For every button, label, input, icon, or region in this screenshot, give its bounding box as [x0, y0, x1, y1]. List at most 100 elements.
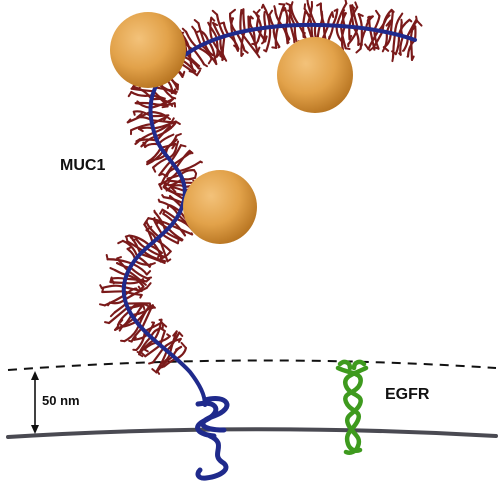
- egfr-receptor: [335, 359, 369, 455]
- glycan-branch: [105, 254, 109, 261]
- glycan-branch: [170, 96, 177, 100]
- glycan-branch: [233, 44, 240, 50]
- glycan-chain: [335, 2, 348, 27]
- glycan-branch: [144, 303, 151, 308]
- glycan-branch: [256, 46, 261, 54]
- muc1-transmembrane-tail: [195, 396, 230, 481]
- glycan-chain: [110, 276, 127, 280]
- glycan-branch: [142, 303, 146, 310]
- glycan-chain: [389, 10, 394, 35]
- glycan-branch: [99, 284, 103, 290]
- glycan-branch: [249, 15, 254, 20]
- glycan-branch: [161, 194, 165, 199]
- glycan-branch: [344, 0, 348, 5]
- glycan-branch: [240, 52, 245, 57]
- glycan-branch: [125, 235, 129, 243]
- glycan-branch: [132, 110, 136, 116]
- glycan-branch: [271, 46, 278, 49]
- glycan-branch: [158, 96, 166, 100]
- double-headed-arrow-icon: [31, 371, 39, 434]
- glycan-branch: [172, 89, 178, 93]
- glycan-branch: [408, 18, 413, 23]
- glycan-branch: [135, 138, 141, 143]
- glycan-chain: [384, 31, 388, 48]
- glycan-chain: [128, 234, 151, 247]
- glycan-branch: [344, 47, 351, 50]
- glycan-branch: [210, 16, 216, 22]
- glycocalyx-boundary: [7, 359, 497, 371]
- sphere-icon: [110, 12, 186, 88]
- glycan-branch: [355, 47, 362, 54]
- glycan-chain: [373, 14, 381, 31]
- glycan-branch: [174, 120, 181, 125]
- glycan-branch: [368, 46, 375, 52]
- glycan-chain: [158, 236, 169, 263]
- glycan-branch: [162, 210, 166, 215]
- glycan-branch: [107, 301, 111, 307]
- glycan-chain: [197, 22, 206, 45]
- glycan-branch: [277, 45, 281, 49]
- glycan-branch: [179, 144, 187, 148]
- glycan-chain: [155, 355, 175, 374]
- glycan-branch: [172, 330, 178, 337]
- glycan-branch: [385, 19, 392, 27]
- glycan-branch: [138, 127, 144, 133]
- scale-label: 50 nm: [42, 393, 80, 408]
- glycan-branch: [194, 173, 197, 179]
- glycan-branch: [402, 49, 405, 52]
- glycan-branch: [159, 208, 164, 215]
- glycan-branch: [155, 219, 159, 225]
- glycan-branch: [199, 160, 203, 164]
- glycan-branch: [157, 198, 161, 203]
- glycan-branch: [116, 256, 122, 260]
- glycan-branch: [190, 232, 194, 236]
- glycan-branch: [136, 112, 143, 119]
- glycan-branch: [385, 14, 391, 20]
- muc1-label: MUC1: [60, 157, 105, 174]
- glycan-branch: [149, 262, 156, 266]
- glycan-chain: [140, 304, 154, 330]
- glycan-branch: [282, 7, 286, 12]
- glycan-branch: [290, 1, 294, 8]
- glycan-branch: [169, 195, 173, 199]
- glycan-chain: [109, 280, 126, 284]
- glycan-branch: [195, 62, 201, 67]
- glycan-branch: [349, 4, 356, 9]
- glycan-branch: [212, 21, 219, 27]
- glycan-chain: [101, 290, 125, 294]
- glycan-branch: [109, 311, 116, 318]
- glycan-branch: [127, 91, 133, 98]
- glycan-branch: [264, 35, 268, 43]
- glycan-branch: [167, 133, 175, 138]
- glycan-branch: [152, 216, 156, 221]
- glycan-branch: [367, 15, 374, 19]
- glycan-branch: [162, 173, 168, 178]
- glycan-branch: [252, 10, 260, 18]
- glycan-branch: [166, 258, 172, 263]
- glycan-branch: [169, 98, 174, 103]
- glycan-branch: [109, 267, 116, 272]
- glycan-branch: [178, 337, 182, 343]
- glycan-branch: [101, 287, 105, 293]
- glycan-branch: [158, 173, 163, 177]
- glycan-branch: [218, 21, 225, 25]
- glycan-branch: [160, 259, 166, 264]
- glycan-branch: [151, 304, 156, 309]
- glycan-branch: [166, 333, 171, 338]
- glycan-branch: [180, 341, 187, 349]
- glycan-branch: [398, 12, 404, 19]
- glycan-branch: [139, 278, 144, 284]
- glycan-branch: [357, 13, 364, 17]
- glycan-branch: [178, 331, 184, 337]
- glycan-branch: [285, 2, 292, 7]
- glycan-branch: [188, 149, 194, 155]
- glycan-chain: [129, 266, 149, 280]
- glycan-branch: [182, 70, 186, 77]
- glycan-branch: [146, 158, 153, 163]
- glycan-branch: [375, 9, 381, 17]
- glycan-branch: [342, 9, 346, 13]
- glycan-branch: [109, 276, 113, 283]
- glycan-branch: [240, 9, 243, 15]
- glycan-branch: [99, 303, 106, 307]
